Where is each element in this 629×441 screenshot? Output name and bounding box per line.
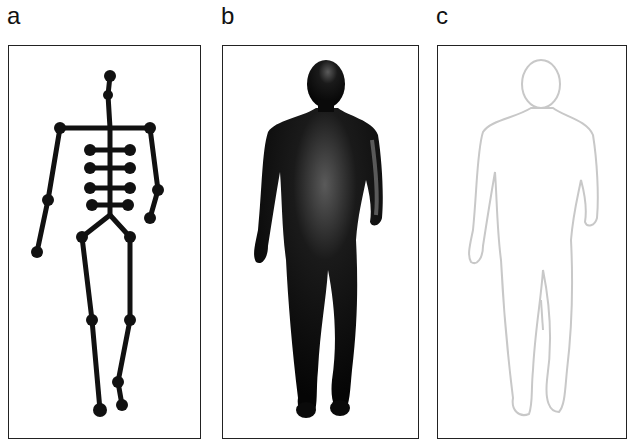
skeleton-joints bbox=[31, 70, 164, 417]
figure-panel: c bbox=[437, 45, 627, 439]
solid-figure bbox=[254, 60, 383, 418]
panel-letter: b bbox=[221, 2, 234, 30]
skeleton-figure bbox=[37, 76, 158, 410]
figure-panel: b bbox=[222, 45, 419, 439]
figure-panel: a bbox=[8, 45, 201, 439]
panel-letter: c bbox=[436, 2, 448, 30]
outline-figure bbox=[469, 60, 598, 415]
panel-letter: a bbox=[7, 2, 20, 30]
